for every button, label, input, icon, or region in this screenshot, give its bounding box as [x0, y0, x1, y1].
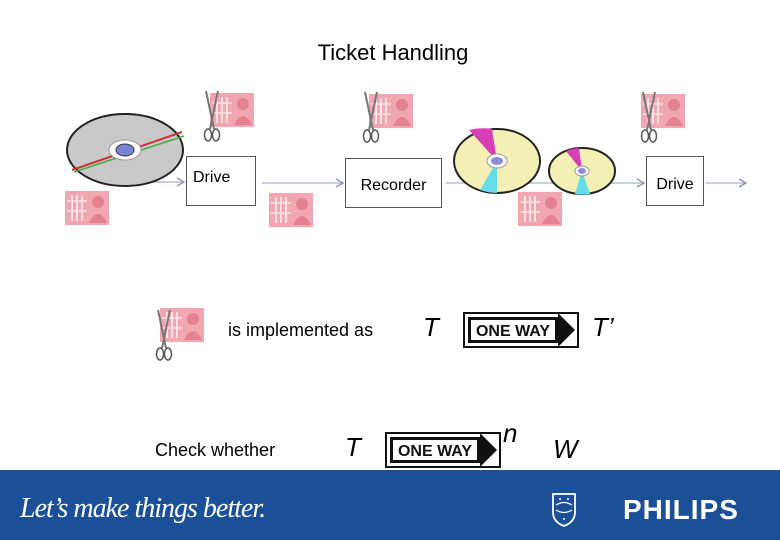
- n-symbol: n: [503, 418, 518, 448]
- implemented-as-text: is implemented as: [228, 320, 374, 340]
- one-way-sign-check-text: ONE WAY: [398, 443, 472, 460]
- footer-slogan: Let’s make things better.: [20, 493, 266, 524]
- drive-input-label: Drive: [193, 169, 231, 186]
- one-way-sign-check-icon: ONE WAY: [385, 432, 501, 468]
- check-t-symbol: T: [345, 432, 361, 462]
- philips-logo: PHILIPS: [623, 494, 739, 525]
- disc-yellow-large-icon: [453, 128, 541, 194]
- disc-gray-icon: [66, 113, 185, 187]
- t-symbol: T: [423, 312, 439, 342]
- recorder-label: Recorder: [360, 177, 427, 194]
- drive-output-box: Drive: [646, 156, 704, 206]
- drive-output-label: Drive: [656, 176, 694, 193]
- check-whether-text: Check whether: [155, 440, 276, 460]
- one-way-sign-icon: ONE WAY: [463, 312, 579, 348]
- one-way-sign-text: ONE WAY: [476, 323, 550, 340]
- page-title: Ticket Handling: [317, 40, 469, 65]
- drive-input-box: Drive: [186, 156, 256, 206]
- t-prime-symbol: T’: [592, 312, 614, 342]
- recorder-box: Recorder: [345, 158, 442, 208]
- footer-bar: [0, 470, 780, 540]
- disc-yellow-small-icon: [548, 147, 616, 195]
- w-symbol: W: [553, 434, 578, 464]
